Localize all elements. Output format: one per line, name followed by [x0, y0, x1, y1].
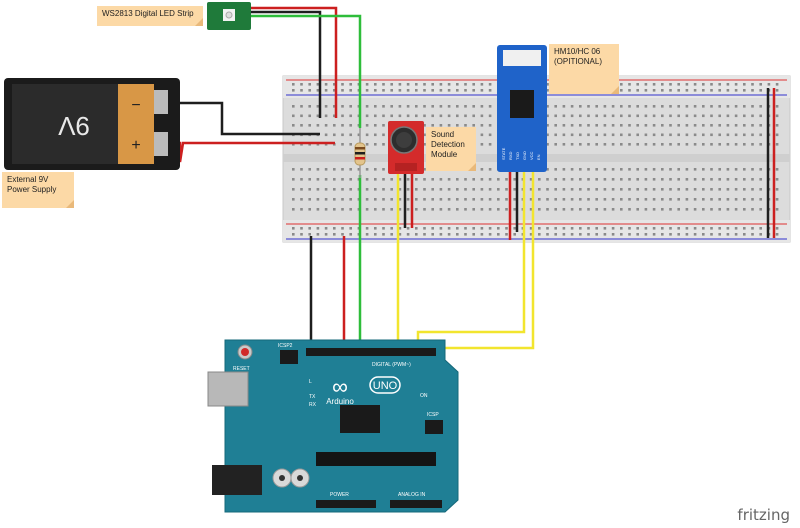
wire-led-gnd	[250, 10, 322, 118]
icsp-header	[425, 420, 443, 434]
icsp2-label: ICSP2	[278, 343, 293, 349]
battery-plus-sign: +	[131, 137, 140, 154]
power-header	[316, 500, 376, 508]
l-led-label: L	[309, 379, 312, 385]
arduino-brand: Arduino	[326, 397, 354, 406]
power-jack	[212, 465, 262, 495]
on-led-label: ON	[420, 393, 428, 399]
battery-terminal-area	[118, 84, 154, 164]
usb-connector	[207, 371, 249, 407]
wire-battery-negative	[170, 101, 320, 136]
wire-led-vcc	[250, 6, 338, 118]
bt-pin-label: EN	[536, 154, 541, 160]
note-led-strip: WS2813 Digital LED Strip	[97, 6, 203, 26]
battery-9v: 9V − +	[4, 78, 180, 170]
bt-pin-label: STATE	[501, 147, 506, 160]
battery-minus-sign: −	[131, 97, 140, 114]
battery-terminal-minus	[154, 90, 168, 114]
arduino-uno: ∞ Arduino UNO RESET ICSP2 ICSP ON TX RX …	[207, 339, 459, 513]
analog-header	[390, 500, 442, 508]
arduino-model: UNO	[373, 380, 398, 392]
fritzing-logo: fritzing	[737, 506, 790, 524]
battery-terminal-plus	[154, 132, 168, 156]
rx-led-label: RX	[309, 402, 317, 408]
bt-pin-label: TXD	[515, 152, 520, 160]
reset-label: RESET	[233, 366, 250, 372]
bt-antenna	[503, 50, 541, 66]
led-strip-module	[207, 2, 251, 30]
battery-label-area	[12, 84, 118, 164]
digital-header	[306, 348, 436, 356]
note-sound-module: Sound Detection Module	[426, 127, 476, 171]
breadboard-holes	[292, 83, 779, 236]
bt-pin-label: RXD	[508, 151, 513, 160]
note-power-supply: External 9V Power Supply	[2, 172, 74, 208]
bt-pin-label: VCC	[529, 151, 534, 160]
digital-label: DIGITAL (PWM~)	[372, 362, 411, 368]
bt-chip	[510, 90, 534, 118]
icsp2-header	[280, 350, 298, 364]
wire-led-data	[250, 14, 362, 128]
icsp-label: ICSP	[427, 412, 439, 418]
resistor	[354, 128, 366, 178]
tx-led-label: TX	[309, 394, 316, 400]
arduino-logo-icon: ∞	[332, 374, 348, 399]
sound-detection-module	[388, 121, 424, 174]
usb-chip	[340, 405, 380, 433]
analog-label: ANALOG IN	[398, 492, 426, 498]
battery-voltage-label: 9V	[57, 111, 89, 141]
bt-pin-label: GND	[522, 151, 527, 160]
note-bluetooth: HM10/HC 06 (OPITIONAL)	[549, 44, 619, 94]
breadboard-bottom-rail	[283, 220, 790, 242]
atmega-chip	[316, 452, 436, 466]
power-label: POWER	[330, 492, 349, 498]
